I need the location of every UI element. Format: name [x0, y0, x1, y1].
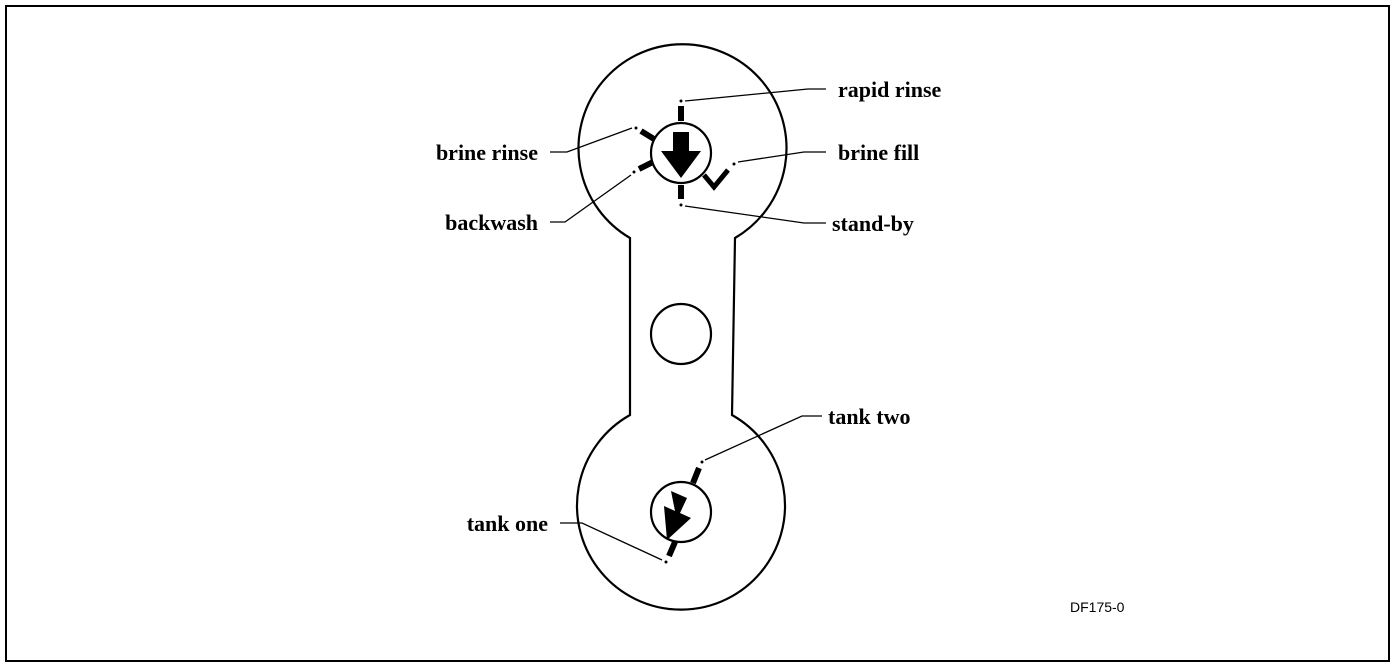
- figure-code: DF175-0: [1070, 599, 1125, 615]
- lower-dial-ring: [649, 480, 713, 544]
- figure-frame: [5, 5, 1390, 662]
- leader-brine-fill: [737, 151, 826, 163]
- label-tank-two: tank two: [828, 404, 911, 429]
- tick-brine-rinse: [639, 128, 656, 142]
- dot-brine-fill: [732, 162, 736, 166]
- label-brine-fill: brine fill: [838, 140, 919, 165]
- dot-tank-one: [664, 560, 668, 564]
- dot-tank-two: [700, 460, 704, 464]
- label-brine-rinse: brine rinse: [436, 140, 538, 165]
- tick-brine-fill: [702, 168, 730, 191]
- tick-backwash: [637, 159, 655, 172]
- dot-stand-by: [679, 203, 683, 207]
- leader-stand-by: [684, 205, 826, 224]
- tick-tank-one: [666, 540, 678, 558]
- lower-dial: [649, 460, 713, 564]
- leader-rapid-rinse: [684, 88, 826, 102]
- leader-tank-one: [560, 522, 663, 561]
- leader-tank-two: [704, 415, 822, 461]
- label-rapid-rinse: rapid rinse: [838, 77, 942, 102]
- tick-tank-two: [690, 466, 702, 485]
- dot-rapid-rinse: [679, 99, 683, 103]
- upper-dial: [632, 99, 736, 207]
- leader-brine-rinse: [550, 127, 633, 153]
- dot-backwash: [632, 170, 636, 174]
- leader-backwash: [550, 174, 632, 223]
- label-stand-by: stand-by: [832, 211, 914, 236]
- label-backwash: backwash: [445, 210, 538, 235]
- label-tank-one: tank one: [467, 511, 549, 536]
- dot-brine-rinse: [634, 126, 638, 130]
- upper-arrow-icon: [661, 132, 701, 178]
- lower-arrow-icon: [664, 491, 691, 540]
- center-hole: [649, 302, 713, 366]
